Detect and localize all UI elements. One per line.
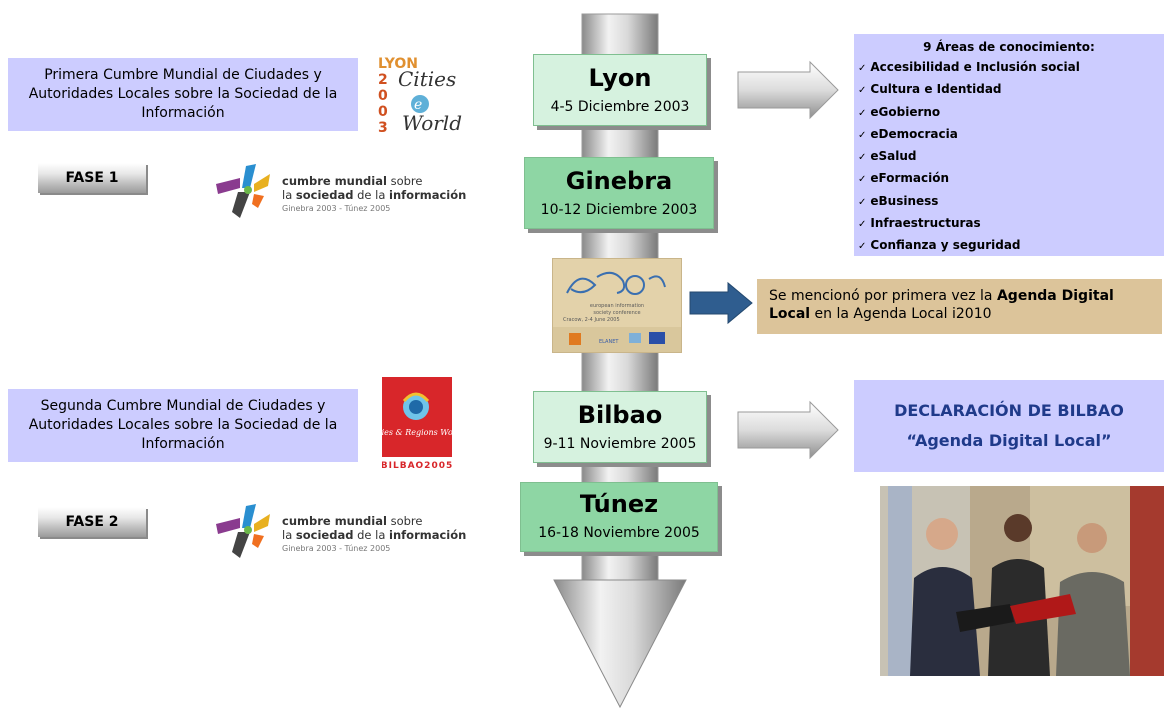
svg-text:World: World xyxy=(402,111,462,134)
agenda-note-pre: Se mencionó por primera vez la xyxy=(769,288,997,304)
declaration-box: DECLARACIÓN DE BILBAO “Agenda Digital Lo… xyxy=(854,380,1164,472)
check-icon: ✓ xyxy=(858,174,867,186)
list-item: ✓eFormación xyxy=(858,171,950,186)
check-icon: ✓ xyxy=(858,107,867,119)
event-tunez-city: Túnez xyxy=(579,490,659,518)
cumbre2-line2-c: de la xyxy=(353,528,390,542)
list-item: ✓eDemocracia xyxy=(858,126,958,141)
check-icon: ✓ xyxy=(858,85,867,97)
check-icon: ✓ xyxy=(858,219,867,231)
svg-text:3: 3 xyxy=(378,120,388,134)
list-item: ✓eGobierno xyxy=(858,104,941,119)
phase2-label-text: FASE 2 xyxy=(65,514,119,530)
list-item: ✓Accesibilidad e Inclusión social xyxy=(858,60,1080,74)
phase2-summit-box: Segunda Cumbre Mundial de Ciudades y Aut… xyxy=(8,389,358,462)
phase2-label: FASE 2 xyxy=(38,507,146,537)
svg-text:european information: european information xyxy=(590,303,644,309)
bilbao-2005-logo: Cities & Regions World BILBAO2005 xyxy=(370,377,464,471)
event-tunez-date: 16-18 Noviembre 2005 xyxy=(538,525,700,541)
check-icon: ✓ xyxy=(858,63,867,74)
phase1-label-text: FASE 1 xyxy=(65,170,119,186)
svg-text:Cities: Cities xyxy=(398,67,456,91)
phase1-summit-text: Primera Cumbre Mundial de Ciudades y Aut… xyxy=(28,67,338,121)
agenda-note-bold: Agenda Digital Local xyxy=(769,288,1114,322)
cumbre2-line2-b: sociedad xyxy=(295,528,354,542)
cumbre2-line2-a: la xyxy=(282,528,296,542)
check-icon: ✓ xyxy=(858,152,867,164)
svg-text:Cities & Regions World: Cities & Regions World xyxy=(382,428,452,437)
cumbre-line2-c: de la xyxy=(353,188,390,202)
cumbre-line2-b: sociedad xyxy=(295,188,354,202)
cumbre-line3: Ginebra 2003 - Túnez 2005 xyxy=(282,204,391,213)
agenda-note-post: en la Agenda Local i2010 xyxy=(810,306,992,322)
cumbre-line1-rest: sobre xyxy=(386,174,423,188)
event-bilbao: Bilbao 9-11 Noviembre 2005 xyxy=(533,391,707,463)
cumbre-line2-d: información xyxy=(389,188,467,202)
blue-arrow xyxy=(689,281,753,325)
cumbre-mundial-logo-1: cumbre mundial sobre la sociedad de la i… xyxy=(210,162,470,222)
event-ginebra: Ginebra 10-12 Diciembre 2003 xyxy=(524,157,714,229)
areas-box: 9 Áreas de conocimiento: ✓Accesibilidad … xyxy=(854,34,1164,256)
event-tunez: Túnez 16-18 Noviembre 2005 xyxy=(520,482,718,552)
event-lyon-date: 4-5 Diciembre 2003 xyxy=(550,99,690,115)
cumbre2-line1-rest: sobre xyxy=(386,514,423,528)
cumbre2-line3: Ginebra 2003 - Túnez 2005 xyxy=(282,544,391,553)
list-item: ✓Infraestructuras xyxy=(858,216,981,231)
svg-text:0: 0 xyxy=(378,104,388,120)
lyon-cities-world-logo: LYON 2 0 0 3 Cities e World xyxy=(374,54,464,136)
eisco-conference-image: european information society conference … xyxy=(552,258,682,353)
svg-text:Cracow, 2-4 June 2005: Cracow, 2-4 June 2005 xyxy=(563,317,620,323)
cumbre2-line1-bold: cumbre mundial xyxy=(282,514,387,528)
phase1-summit-box: Primera Cumbre Mundial de Ciudades y Aut… xyxy=(8,58,358,131)
areas-list: ✓Accesibilidad e Inclusión social ✓Cultu… xyxy=(854,57,1164,258)
list-item: ✓Cultura e Identidad xyxy=(858,82,1002,97)
cumbre-mundial-logo-2: cumbre mundial sobre la sociedad de la i… xyxy=(210,502,470,562)
event-lyon-city: Lyon xyxy=(588,64,652,92)
phase1-label: FASE 1 xyxy=(38,163,146,193)
cumbre-line2-a: la xyxy=(282,188,296,202)
cumbre-line1-bold: cumbre mundial xyxy=(282,174,387,188)
svg-text:e: e xyxy=(414,97,422,113)
declaration-line2: “Agenda Digital Local” xyxy=(906,431,1112,450)
event-lyon: Lyon 4-5 Diciembre 2003 xyxy=(533,54,707,126)
event-ginebra-city: Ginebra xyxy=(565,167,673,195)
declaration-line1: DECLARACIÓN DE BILBAO xyxy=(894,401,1124,420)
svg-text:ELANET: ELANET xyxy=(599,339,619,345)
areas-title: 9 Áreas de conocimiento: xyxy=(923,40,1095,54)
event-bilbao-city: Bilbao xyxy=(577,401,663,429)
svg-text:BILBAO2005: BILBAO2005 xyxy=(382,461,452,470)
check-icon: ✓ xyxy=(858,129,867,141)
phase2-summit-text: Segunda Cumbre Mundial de Ciudades y Aut… xyxy=(28,398,338,452)
list-item: ✓eBusiness xyxy=(858,193,939,208)
signing-photo xyxy=(880,486,1164,676)
check-icon: ✓ xyxy=(858,196,867,208)
cumbre2-line2-d: información xyxy=(389,528,467,542)
agenda-note-box: Se mencionó por primera vez la Agenda Di… xyxy=(757,279,1162,334)
right-arrow-lyon xyxy=(737,60,839,120)
svg-text:society conference: society conference xyxy=(593,310,640,316)
list-item: ✓eSalud xyxy=(858,149,917,164)
check-icon: ✓ xyxy=(858,241,867,253)
svg-text:0: 0 xyxy=(378,88,388,104)
svg-text:LYON: LYON xyxy=(378,56,418,72)
svg-text:2: 2 xyxy=(378,72,388,88)
right-arrow-bilbao xyxy=(737,400,839,460)
list-item: ✓Confianza y seguridad xyxy=(858,238,1021,253)
event-bilbao-date: 9-11 Noviembre 2005 xyxy=(543,436,697,452)
event-ginebra-date: 10-12 Diciembre 2003 xyxy=(540,202,698,218)
